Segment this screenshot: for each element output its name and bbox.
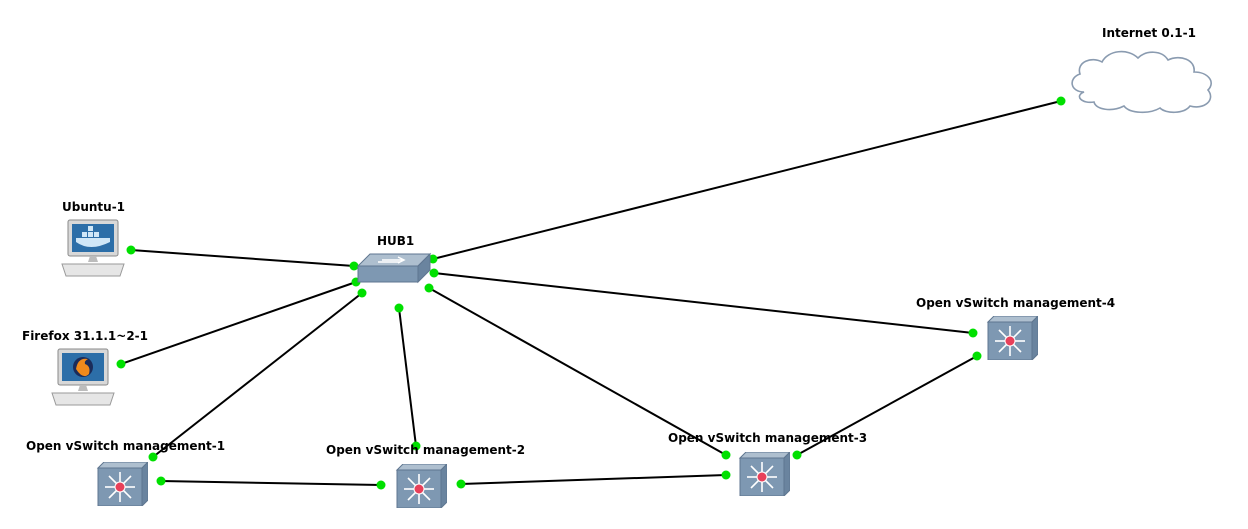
internet-node[interactable]	[1066, 48, 1226, 114]
ovs2-label: Open vSwitch management-2	[326, 443, 526, 457]
cloud-icon	[1071, 50, 1212, 114]
ovs4-node[interactable]	[986, 314, 1040, 362]
hub-icon	[356, 252, 432, 284]
link-ovs2-ovs3[interactable]	[460, 474, 727, 485]
ubuntu-node[interactable]	[60, 218, 126, 280]
firefox-node[interactable]	[50, 347, 116, 409]
switch-icon	[395, 462, 449, 510]
link-hub-ovs3[interactable]	[428, 287, 727, 456]
hub-label: HUB1	[377, 234, 415, 248]
hub-node[interactable]	[356, 252, 432, 284]
ovs3-node[interactable]	[738, 450, 792, 498]
ubuntu-label: Ubuntu-1	[62, 200, 126, 214]
link-ovs1-ovs2[interactable]	[160, 480, 382, 486]
ovs4-label: Open vSwitch management-4	[916, 296, 1116, 310]
link-ubuntu-hub[interactable]	[130, 249, 355, 267]
firefox-label: Firefox 31.1.1~2-1	[22, 329, 148, 343]
link-firefox-hub[interactable]	[120, 281, 357, 365]
link-hub-ovs2[interactable]	[398, 307, 417, 447]
ovs1-label: Open vSwitch management-1	[26, 439, 226, 453]
internet-label: Internet 0.1-1	[1102, 26, 1196, 40]
ovs3-label: Open vSwitch management-3	[668, 431, 868, 445]
switch-icon	[738, 450, 792, 498]
ovs1-node[interactable]	[96, 460, 150, 508]
link-hub-ovs1[interactable]	[152, 292, 363, 458]
link-ovs3-ovs4[interactable]	[796, 355, 978, 456]
docker-host-icon	[61, 219, 125, 277]
link-hub-internet[interactable]	[432, 100, 1062, 260]
firefox-host-icon	[51, 348, 115, 406]
link-hub-ovs4[interactable]	[433, 272, 974, 334]
ovs2-node[interactable]	[395, 462, 449, 510]
switch-icon	[96, 460, 150, 508]
switch-icon	[986, 314, 1040, 362]
